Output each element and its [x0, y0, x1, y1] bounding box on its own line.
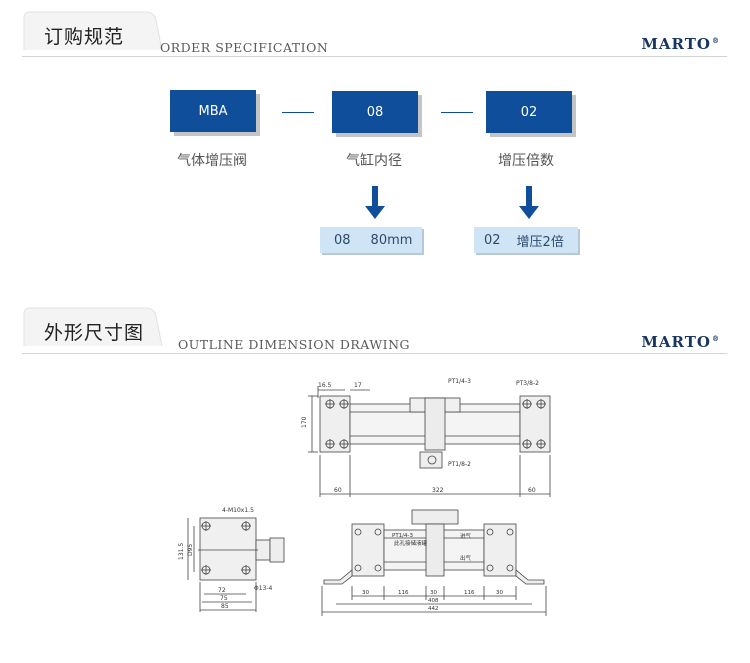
outlet-label: 出气	[460, 554, 472, 562]
dim-30-b: 30	[430, 590, 437, 596]
order-section-header: 订购规范 ORDER SPECIFICATION MARTO®	[0, 10, 750, 70]
dim-72: 72	[218, 587, 226, 594]
code-label-model: 气体增压阀	[177, 153, 247, 169]
top-view	[308, 386, 551, 497]
code-connector	[282, 112, 314, 113]
brand-name: MARTO	[641, 333, 711, 351]
order-title-en: ORDER SPECIFICATION	[160, 40, 329, 55]
code-box-ratio: 02	[486, 91, 572, 133]
dim-17: 17	[354, 382, 362, 389]
thread-label: 4-M10x1.5	[222, 507, 254, 514]
port-pt18: PT1/8-2	[448, 461, 471, 468]
outline-title-cn: 外形尺寸图	[44, 322, 145, 344]
code-label-ratio: 增压倍数	[498, 153, 554, 169]
dim-60-right: 60	[528, 487, 536, 494]
dim-75: 75	[220, 595, 228, 602]
section-tab-shape	[23, 11, 163, 51]
down-arrow-icon	[519, 186, 539, 219]
option-ratio: 02 增压2倍	[474, 227, 578, 253]
code-box-model: MBA	[170, 90, 256, 132]
port-note: 此孔接储液罐	[394, 539, 428, 547]
hole-label: Φ13-4	[254, 585, 273, 592]
section-divider	[22, 56, 727, 57]
dim-322: 322	[432, 487, 444, 494]
dim-442: 442	[428, 606, 439, 612]
brand-logo: MARTO®	[641, 333, 720, 351]
front-view	[321, 509, 547, 616]
code-label-bore: 气缸内径	[346, 153, 402, 169]
front-view-labels: PT1/4-3 此孔接储液罐 进气 出气 30 116 30 116 30 40…	[362, 532, 503, 612]
option-bore: 08 80mm	[320, 227, 422, 253]
section-tab-shape	[23, 307, 163, 347]
section-divider	[22, 353, 727, 354]
option-bore-value: 80mm	[370, 232, 413, 248]
dim-131-5: 131.5	[178, 543, 185, 560]
dim-408: 408	[428, 598, 439, 604]
brand-name: MARTO	[641, 35, 711, 53]
port-pt38: PT3/8-2	[516, 380, 539, 387]
brand-logo: MARTO®	[641, 35, 720, 53]
top-view-labels: 16.5 17 PT1/4-3 PT3/8-2 PT1/8-2 170 60 3…	[301, 378, 539, 494]
inlet-label: 进气	[460, 532, 472, 540]
port-pt14-front: PT1/4-3	[392, 533, 414, 539]
side-view-labels: 4-M10x1.5 131.5 D95 72 75 85 Φ13-4	[178, 507, 273, 610]
side-view	[187, 517, 285, 612]
code-connector	[441, 112, 473, 113]
dim-30-a: 30	[362, 590, 369, 596]
outline-section-header: 外形尺寸图 OUTLINE DIMENSION DRAWING MARTO®	[0, 306, 750, 366]
port-pt14-top: PT1/4-3	[448, 378, 471, 385]
dim-170: 170	[301, 416, 308, 428]
registered-mark: ®	[712, 36, 720, 45]
option-ratio-code: 02	[484, 232, 501, 248]
order-title-cn: 订购规范	[44, 26, 125, 48]
option-ratio-value: 增压2倍	[516, 234, 564, 250]
dim-85: 85	[221, 603, 229, 610]
registered-mark: ®	[712, 334, 720, 343]
down-arrow-icon	[365, 186, 385, 219]
dim-60-left: 60	[334, 487, 342, 494]
dim-16-5: 16.5	[318, 382, 332, 389]
dim-116-a: 116	[398, 590, 409, 596]
option-bore-code: 08	[334, 232, 351, 248]
outline-title-en: OUTLINE DIMENSION DRAWING	[178, 337, 411, 352]
dim-116-b: 116	[464, 590, 475, 596]
dim-30-c: 30	[496, 590, 503, 596]
dim-d95: D95	[187, 544, 194, 556]
code-box-bore: 08	[332, 91, 418, 133]
